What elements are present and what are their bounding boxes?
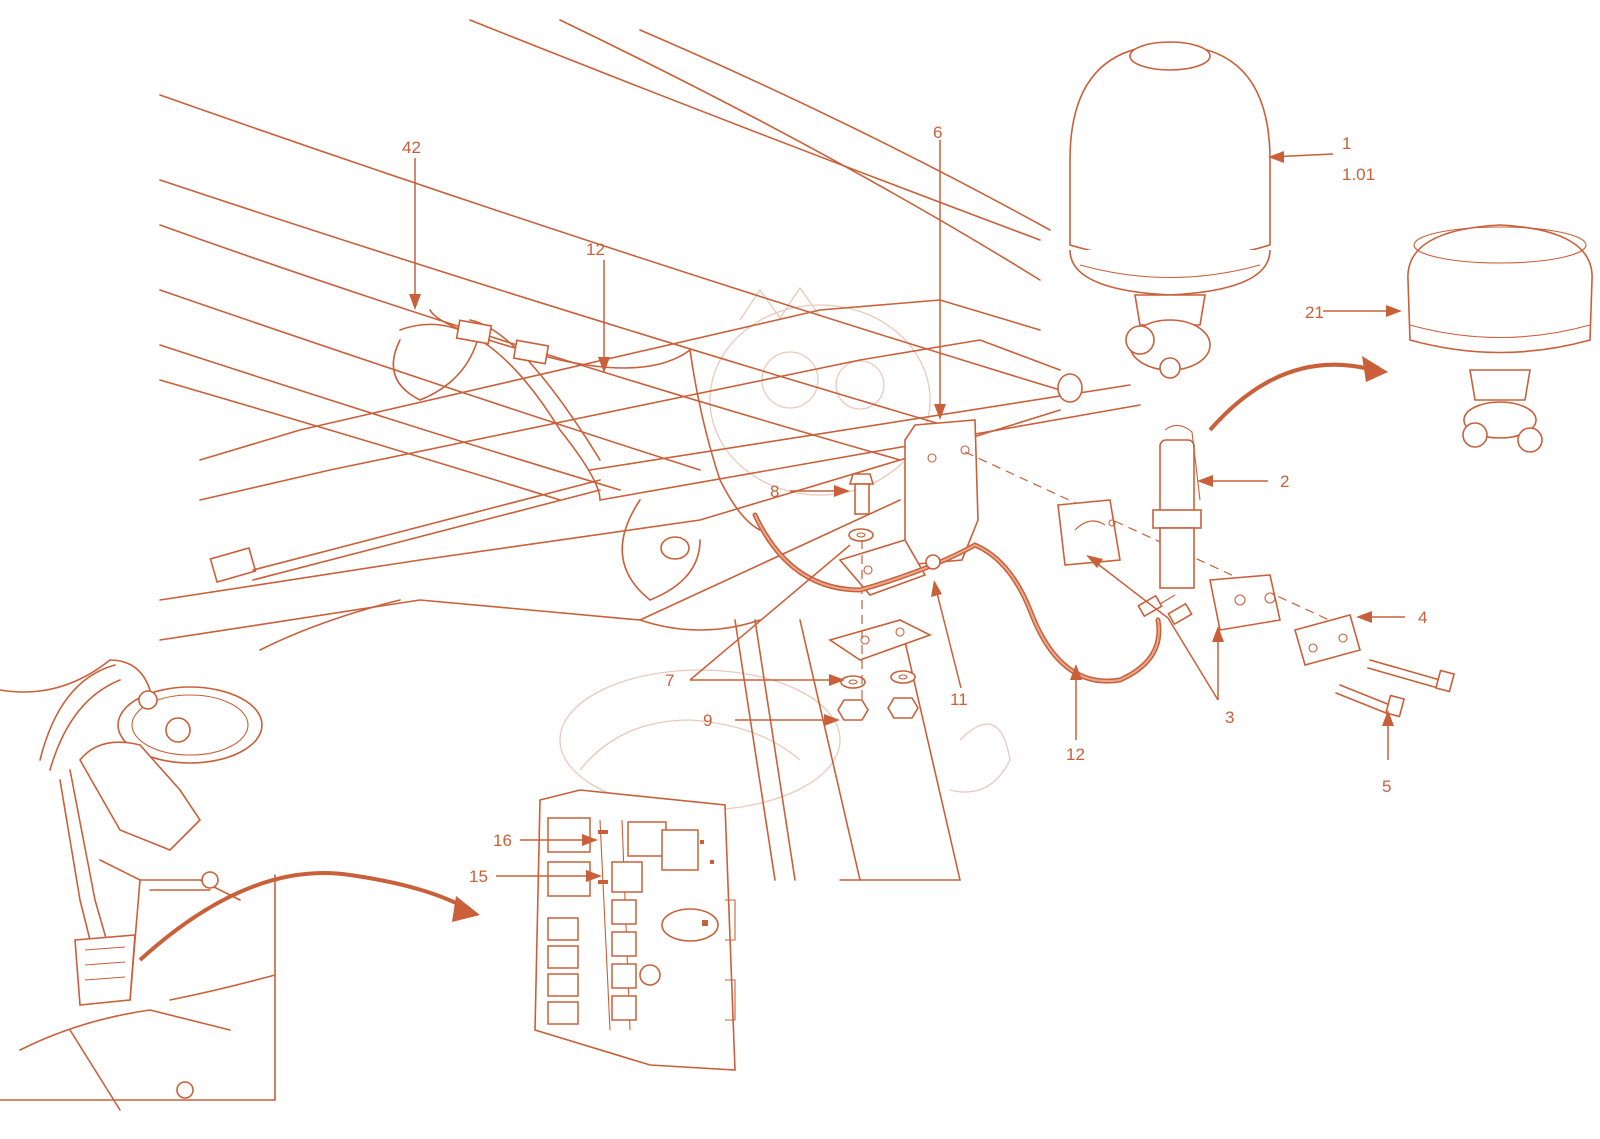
assembly-axis <box>964 451 1341 626</box>
washer-part-7 <box>840 528 916 689</box>
mounting-post <box>734 619 961 881</box>
beacon-light-part-1 <box>1069 41 1271 379</box>
callout-1: 1 <box>1342 134 1351 153</box>
callout-12-bottom: 12 <box>1066 745 1085 764</box>
nut-part-9 <box>837 697 919 721</box>
callout-leaders <box>409 140 1405 882</box>
clamp-part-3 <box>1057 499 1281 631</box>
bolt-part-5 <box>1335 659 1456 718</box>
transfer-arrow-relay-board <box>138 871 480 962</box>
callout-4: 4 <box>1418 608 1427 627</box>
callout-7: 7 <box>665 671 674 690</box>
callout-42: 42 <box>402 138 421 157</box>
callout-9: 9 <box>703 711 712 730</box>
callout-labels: 1 1.01 21 2 4 3 5 6 8 7 9 11 12 42 12 16… <box>402 123 1427 886</box>
callout-3: 3 <box>1225 708 1234 727</box>
callout-15: 15 <box>469 867 488 886</box>
callout-12-top: 12 <box>586 240 605 259</box>
cable-harness-part-12 <box>392 309 1193 684</box>
callout-1-01: 1.01 <box>1342 165 1375 184</box>
relay-board-part-15 <box>534 789 736 1071</box>
callout-5: 5 <box>1382 777 1391 796</box>
plate-part-4 <box>1294 614 1361 666</box>
bolt-part-8 <box>848 473 875 515</box>
beacon-light-part-21 <box>1407 224 1593 453</box>
bracket-part-6 <box>828 419 979 661</box>
callout-2: 2 <box>1280 472 1289 491</box>
callout-8: 8 <box>770 482 779 501</box>
callout-21: 21 <box>1305 303 1324 322</box>
callout-6: 6 <box>933 123 942 142</box>
mount-tube-part-2 <box>1152 424 1202 589</box>
callout-11: 11 <box>950 690 968 709</box>
transfer-arrow-beacon <box>1208 356 1388 432</box>
operator-station <box>0 659 276 1111</box>
callout-16: 16 <box>493 831 512 850</box>
